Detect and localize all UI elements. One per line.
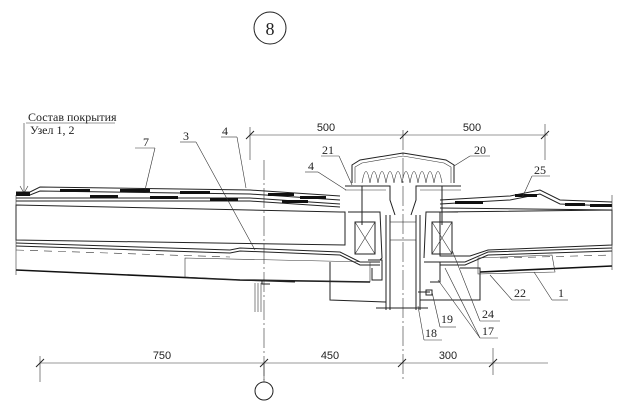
callout-4a: 4 <box>222 124 228 138</box>
mineral-wool-right <box>477 254 556 275</box>
drain-pipe <box>385 215 421 310</box>
heating-block-right <box>431 221 453 255</box>
dim-tick <box>399 130 409 140</box>
callout-21: 21 <box>322 143 334 157</box>
callout-4b: 4 <box>308 159 314 173</box>
heating-block-left <box>354 221 376 255</box>
composition-label-line1: Состав покрытия <box>28 110 117 124</box>
top-dimension-chain: 500 500 <box>245 122 550 160</box>
deck-bottom-line-right <box>479 265 613 273</box>
rigid-insulation-left <box>15 204 346 246</box>
drain-throat <box>389 221 417 241</box>
callout-25: 25 <box>534 163 546 177</box>
callout-24: 24 <box>482 307 494 321</box>
drain-grate <box>361 171 443 184</box>
callouts: 7 3 4 21 4 20 25 22 1 24 17 19 <box>135 124 568 341</box>
roof-drain <box>329 152 481 310</box>
callout-17: 17 <box>482 324 494 338</box>
bottom-dimension-1: 750 <box>153 350 171 362</box>
top-dimension-2: 500 <box>463 122 481 134</box>
callout-20: 20 <box>474 143 486 157</box>
bottom-dimension-chain: 750 450 300 <box>35 348 548 382</box>
ceiling-pipe <box>234 279 296 312</box>
drain-collar <box>424 261 441 283</box>
top-dimension-1: 500 <box>317 122 335 134</box>
node-number-marker: 8 <box>253 11 287 45</box>
callout-22: 22 <box>514 286 526 300</box>
bottom-dimension-3: 300 <box>439 350 457 362</box>
drain-flange <box>345 185 461 216</box>
callout-19: 19 <box>441 312 453 326</box>
dim-tick <box>397 358 407 368</box>
composition-label: Состав покрытия Узел 1, 2 <box>19 110 117 194</box>
callout-7: 7 <box>143 135 149 149</box>
dim-tick <box>488 358 498 368</box>
dim-tick <box>540 130 550 140</box>
axis-bubble <box>254 381 274 401</box>
roofing-membrane <box>16 186 613 211</box>
callout-3: 3 <box>183 129 189 143</box>
deck-bottom-line <box>15 269 371 283</box>
node-number-circle <box>253 11 287 45</box>
mineral-wool-left <box>184 257 371 283</box>
callout-1: 1 <box>558 286 564 300</box>
dim-tick <box>35 358 45 368</box>
vapor-barrier <box>15 242 613 266</box>
node-number: 8 <box>266 19 275 39</box>
drain-cap <box>351 152 455 183</box>
bottom-dimension-2: 450 <box>321 350 339 362</box>
composition-label-line2: Узел 1, 2 <box>30 123 75 137</box>
callout-18: 18 <box>425 326 437 340</box>
dim-tick <box>245 130 255 140</box>
grid-axis-marker <box>254 363 274 401</box>
